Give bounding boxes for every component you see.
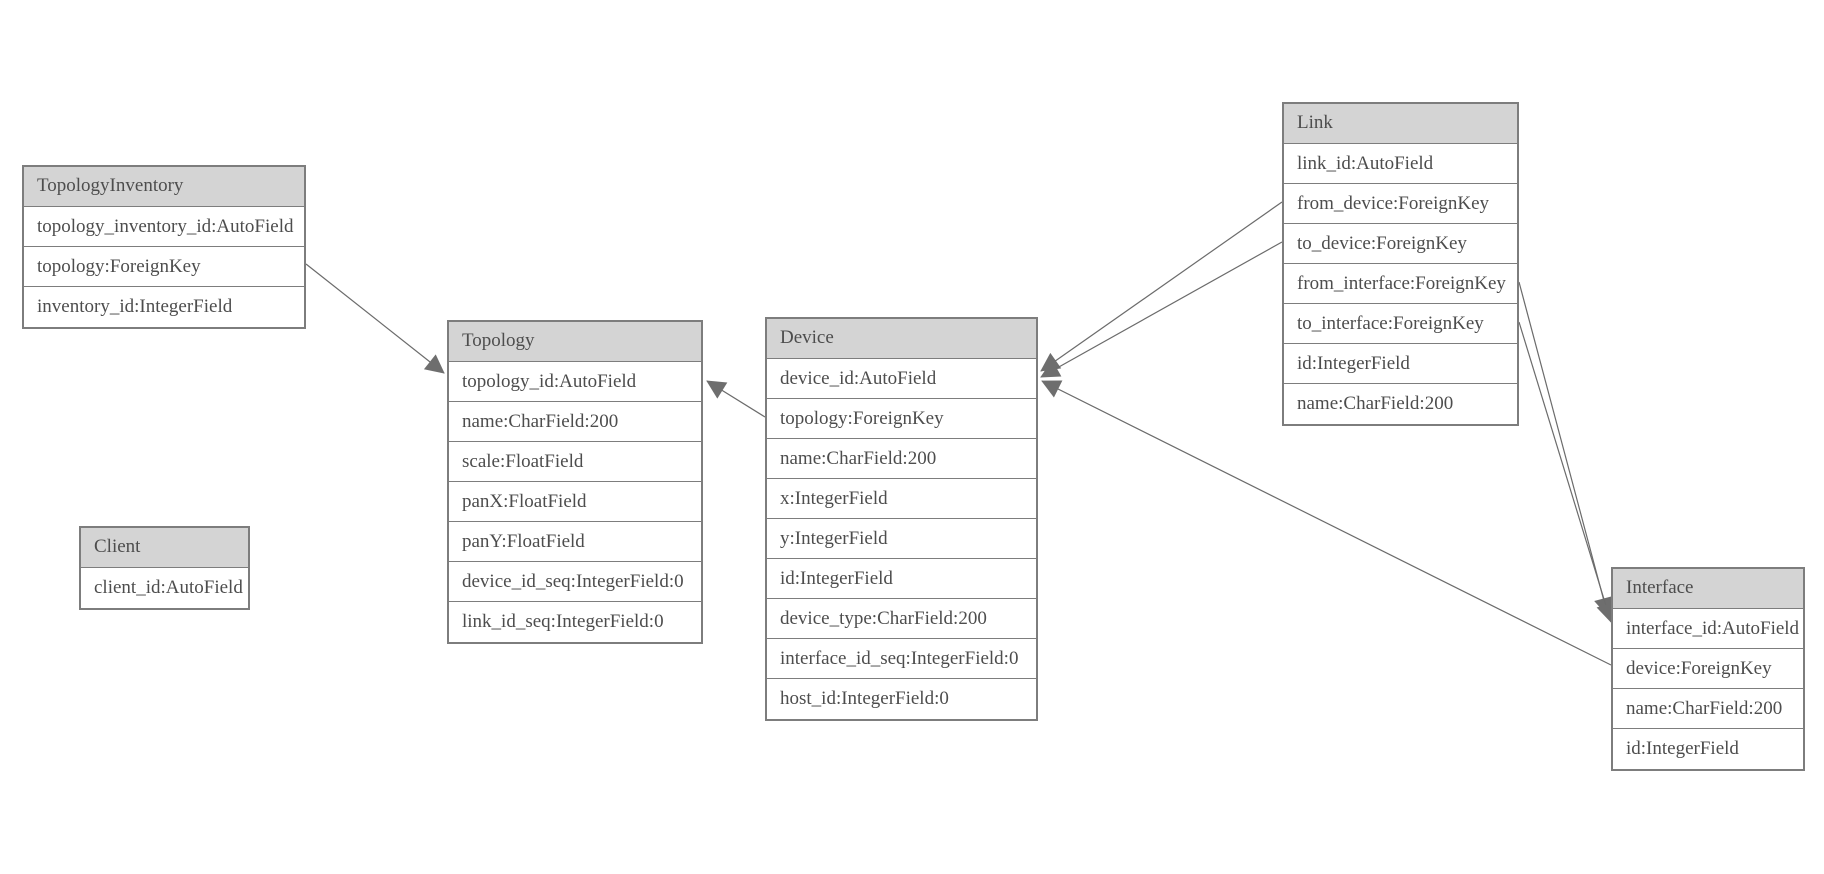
- entity-title: Link: [1284, 104, 1517, 144]
- entity-field: interface_id_seq:IntegerField:0: [767, 639, 1036, 679]
- entity-field: link_id_seq:IntegerField:0: [449, 602, 701, 642]
- entity-field: id:IntegerField: [1613, 729, 1803, 769]
- connector-link-to-interface-to-interface-id: [1518, 321, 1615, 623]
- entity-field: x:IntegerField: [767, 479, 1036, 519]
- entity-field: to_device:ForeignKey: [1284, 224, 1517, 264]
- entity-field: panY:FloatField: [449, 522, 701, 562]
- connector-device-topology-to-topology-id: [706, 380, 766, 418]
- entity-title: Client: [81, 528, 248, 568]
- entity-field: host_id:IntegerField:0: [767, 679, 1036, 719]
- entity-field: topology_inventory_id:AutoField: [24, 207, 304, 247]
- entity-field: device:ForeignKey: [1613, 649, 1803, 689]
- entity-title: Interface: [1613, 569, 1803, 609]
- entity-title: TopologyInventory: [24, 167, 304, 207]
- entity-field: name:CharField:200: [1613, 689, 1803, 729]
- entity-field: topology:ForeignKey: [24, 247, 304, 287]
- entity-field: inventory_id:IntegerField: [24, 287, 304, 327]
- connector-link-from-interface-to-interface-id: [1518, 281, 1613, 617]
- connector-link-to-device-to-device-id: [1040, 241, 1283, 378]
- connector-link-from-device-to-device-id: [1040, 201, 1283, 372]
- entity-field: device_id_seq:IntegerField:0: [449, 562, 701, 602]
- entity-field: interface_id:AutoField: [1613, 609, 1803, 649]
- entity-field: scale:FloatField: [449, 442, 701, 482]
- entity-field: name:CharField:200: [1284, 384, 1517, 424]
- entity-field: topology_id:AutoField: [449, 362, 701, 402]
- entity-title: Device: [767, 319, 1036, 359]
- connector-topologyinventory-topology-to-topology-id: [305, 263, 445, 374]
- entity-field: link_id:AutoField: [1284, 144, 1517, 184]
- entity-field: panX:FloatField: [449, 482, 701, 522]
- entity-field: topology:ForeignKey: [767, 399, 1036, 439]
- entity-title: Topology: [449, 322, 701, 362]
- entity-client[interactable]: Client client_id:AutoField: [79, 526, 250, 610]
- entity-field: from_device:ForeignKey: [1284, 184, 1517, 224]
- entity-field: device_id:AutoField: [767, 359, 1036, 399]
- entity-field: device_type:CharField:200: [767, 599, 1036, 639]
- entity-field: id:IntegerField: [1284, 344, 1517, 384]
- entity-field: to_interface:ForeignKey: [1284, 304, 1517, 344]
- entity-field: name:CharField:200: [449, 402, 701, 442]
- connector-interface-device-to-device-id: [1041, 380, 1612, 666]
- entity-field: client_id:AutoField: [81, 568, 248, 608]
- entity-field: name:CharField:200: [767, 439, 1036, 479]
- entity-field: from_interface:ForeignKey: [1284, 264, 1517, 304]
- entity-field: id:IntegerField: [767, 559, 1036, 599]
- entity-field: y:IntegerField: [767, 519, 1036, 559]
- entity-topology-inventory[interactable]: TopologyInventory topology_inventory_id:…: [22, 165, 306, 329]
